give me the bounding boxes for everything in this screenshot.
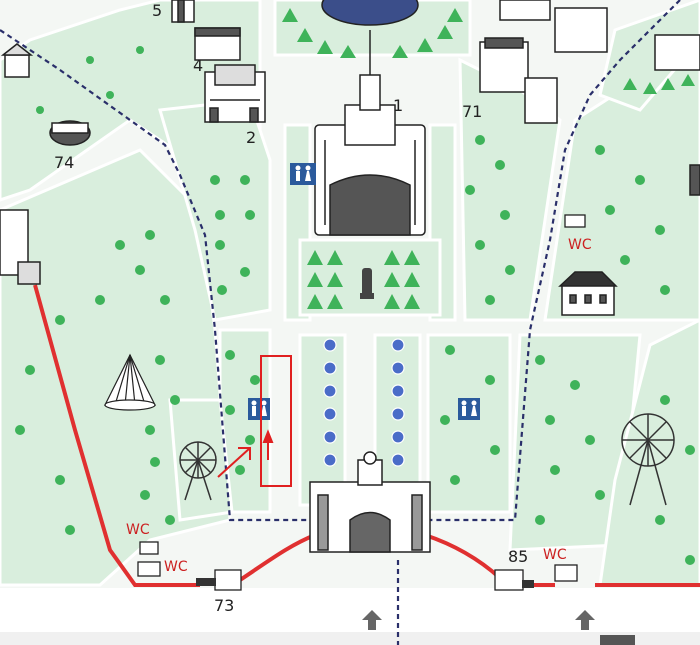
- restroom-sign-icon: [248, 398, 270, 420]
- building-number-73: 73: [214, 596, 235, 615]
- highlight-arrow-head: [238, 447, 251, 460]
- tree-icon: [440, 345, 500, 485]
- dashed-path-east: [425, 0, 681, 522]
- street-marker: [600, 635, 635, 645]
- building-icon: [204, 64, 266, 123]
- tree-icon: [585, 145, 670, 305]
- tree-icon: [210, 175, 255, 295]
- park-block-north-center: [273, 0, 472, 57]
- building-icon: [49, 120, 91, 146]
- trees: [15, 46, 695, 565]
- building-icon: [0, 209, 41, 285]
- wc-kiosk-icon: [137, 214, 586, 591]
- wc-label: WC: [568, 237, 592, 253]
- entrance-arrow-icon: [575, 610, 595, 630]
- statue-icon: [360, 268, 374, 299]
- red-route-west: [33, 284, 200, 587]
- tree-icon: [15, 230, 180, 535]
- building-icon: [171, 0, 195, 23]
- tree-icon: [623, 74, 695, 94]
- conifers: [282, 8, 695, 309]
- tree-icon: [282, 8, 463, 58]
- park-block-north-east: [598, 0, 700, 112]
- wc-label: WC: [126, 522, 150, 538]
- street-edge: [0, 632, 700, 645]
- building-icon: [194, 27, 241, 61]
- restroom-sign-icon: [290, 163, 316, 185]
- building-number-5: 5: [152, 1, 163, 20]
- highlight-arrow-up-head: [262, 429, 274, 443]
- highlight-rectangle: [260, 355, 292, 487]
- fountain-icon: [323, 338, 337, 467]
- pavilion-icon: [104, 353, 156, 411]
- dashed-paths: [0, 0, 681, 645]
- park-block-fountains-left: [298, 333, 347, 507]
- tree-icon: [655, 395, 695, 565]
- fountains: [323, 338, 405, 467]
- bus-stop-icon: [196, 578, 534, 588]
- building-number-85: 85: [508, 547, 529, 566]
- red-routes: [33, 284, 700, 587]
- wc-label: WC: [164, 559, 188, 575]
- highlight-arrow: [217, 447, 251, 478]
- building-icon: [314, 30, 426, 236]
- restroom-sign-icon: [458, 398, 480, 420]
- building-icon: [0, 43, 34, 78]
- entrance-arch-icon: [309, 451, 431, 553]
- tree-icon: [465, 135, 515, 305]
- building-number-1: 1: [393, 96, 404, 115]
- dashed-path-west: [0, 29, 310, 522]
- pool-icon: [321, 0, 419, 26]
- tree-icon: [307, 250, 420, 309]
- building-number-74: 74: [54, 153, 75, 172]
- tree-icon: [36, 46, 144, 114]
- red-route-entrance-west: [238, 533, 316, 582]
- entrance-arrow-icon: [362, 610, 382, 630]
- tree-icon: [535, 355, 605, 525]
- park-block-south-east-inner: [426, 333, 512, 514]
- highlight-annotation: [217, 355, 292, 487]
- building-number-2: 2: [246, 128, 257, 147]
- fountain-icon: [391, 338, 405, 467]
- ferris-wheel-icon: [179, 441, 217, 501]
- building-icon: [499, 0, 700, 196]
- tree-icon: [225, 350, 260, 475]
- wc-label: WC: [543, 547, 567, 563]
- building-icon: [479, 37, 558, 124]
- red-route-entrance-east: [424, 533, 502, 580]
- ferris-wheel-icon: [621, 413, 675, 506]
- building-icon: [558, 271, 618, 316]
- building-number-71: 71: [462, 102, 483, 121]
- building-number-4: 4: [193, 56, 204, 75]
